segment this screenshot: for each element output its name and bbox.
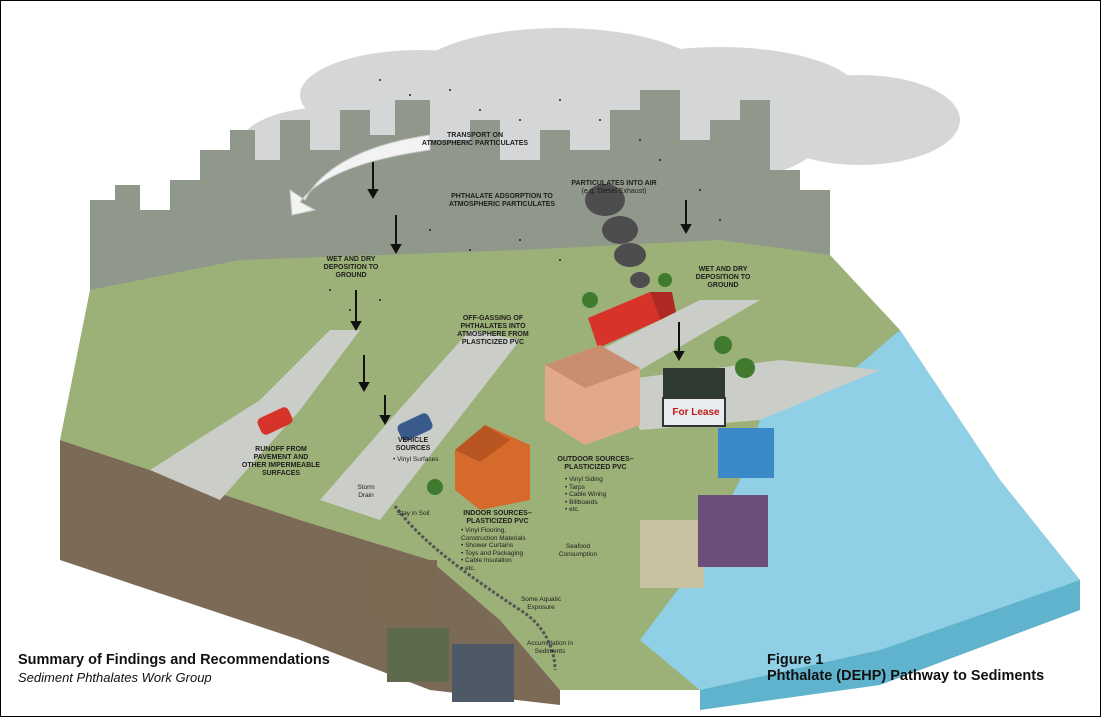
exhaust-smoke [585, 184, 650, 288]
billboard-for-lease-text: For Lease [672, 407, 720, 418]
label-runoff: RUNOFF FROM PAVEMENT AND OTHER IMPERMEAB… [241, 446, 321, 477]
label-vehicle-sources: VEHICLE SOURCES [395, 437, 431, 452]
inset-photos [377, 428, 774, 702]
office-building [545, 345, 640, 445]
deposition-arrows [350, 160, 692, 426]
figure-title: Phthalate (DEHP) Pathway to Sediments [767, 668, 1045, 684]
label-adsorption: PHTHALATE ADSORPTION TO ATMOSPHERIC PART… [448, 193, 556, 208]
house [455, 425, 530, 510]
label-wet-dry-right: WET AND DRY DEPOSITION TO GROUND [695, 266, 751, 289]
particulate-dots [329, 79, 721, 311]
figure-number: Figure 1 [767, 652, 824, 668]
water-body [640, 330, 1080, 690]
label-accumulation: Accumulation in Sediments [527, 640, 573, 655]
label-stay-in-soil: Stay in Soil [397, 510, 430, 517]
label-aquatic-exposure: Some Aquatic Exposure [520, 596, 562, 611]
label-outdoor-sources-list: • Vinyl Siding • Tarps • Cable Wiring • … [565, 476, 607, 513]
label-indoor-sources-list: • Vinyl Flooring, Construction Materials… [461, 527, 526, 572]
storm-pipe [393, 505, 557, 671]
label-indoor-sources: INDOOR SOURCES– PLASTICIZED PVC [463, 510, 532, 525]
summary-title: Summary of Findings and Recommendations [18, 652, 330, 668]
label-vehicle-sources-sub: • Vinyl Surfaces [393, 456, 439, 463]
summary-subtitle: Sediment Phthalates Work Group [18, 670, 212, 685]
label-offgassing: OFF-GASSING OF PHTHALATES INTO ATMOSPHER… [457, 315, 529, 346]
truck [588, 292, 676, 348]
trees [427, 273, 755, 495]
label-wet-dry-left: WET AND DRY DEPOSITION TO GROUND [323, 256, 379, 279]
label-storm-drain: Storm Drain [357, 484, 375, 499]
cars [257, 407, 433, 441]
label-transport: TRANSPORT ON ATMOSPHERIC PARTICULATES [421, 132, 529, 147]
water-depth [700, 580, 1080, 710]
billboard [662, 368, 726, 427]
label-outdoor-sources: OUTDOOR SOURCES– PLASTICIZED PVC [557, 456, 634, 471]
label-particulates-air: PARTICULATES INTO AIR [571, 180, 657, 187]
label-particulates-air-sub: (e.g. Diesel Exhaust) [581, 188, 647, 195]
transport-arrow [289, 134, 431, 216]
label-seafood: Seafood Consumption [558, 543, 598, 558]
